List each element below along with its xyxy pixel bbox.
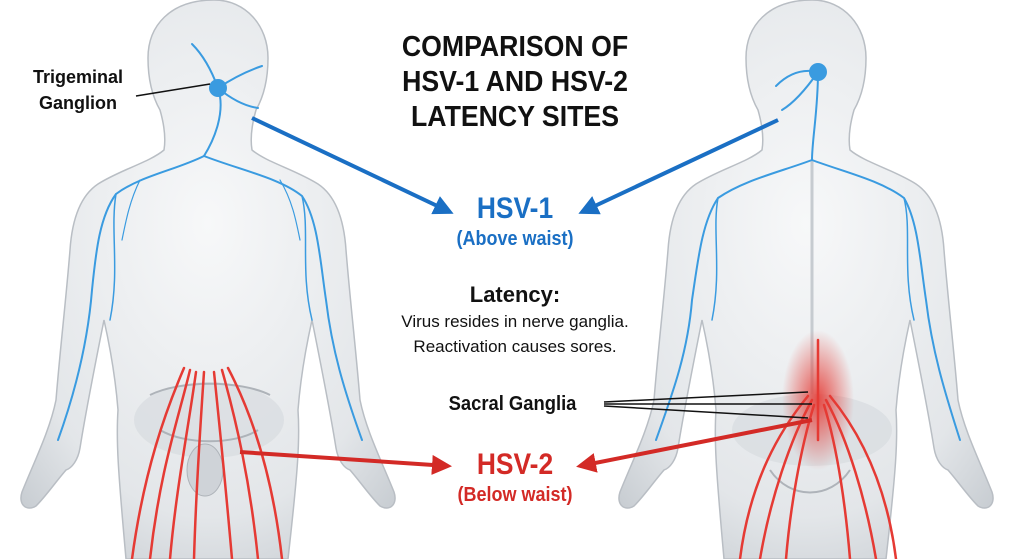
back-red-nerves [738, 338, 898, 559]
title-line-2: HSV-1 AND HSV-2 [402, 66, 628, 98]
trigeminal-ganglion-marker [209, 79, 227, 97]
hsv1-site-label: (Above waist) [456, 228, 574, 250]
back-blue-nerves [655, 70, 961, 441]
sacral-ganglia-label: Sacral Ganglia [448, 393, 577, 415]
title-line-1: COMPARISON OF [401, 31, 629, 63]
trigeminal-label-line-1: Trigeminal [32, 67, 124, 87]
diagram-title: COMPARISON OF HSV-1 AND HSV-2 LATENCY SI… [382, 30, 649, 135]
annotation-lines [135, 83, 813, 475]
title-line-3: LATENCY SITES [410, 101, 620, 133]
latency-line-2: Reactivation causes sores. [413, 337, 617, 356]
hsv2-site-label: (Below waist) [457, 484, 573, 506]
back-body-figure [618, 0, 994, 559]
front-blue-nerves [57, 43, 363, 441]
trigeminal-label-line-2: Ganglion [39, 93, 117, 113]
latency-heading: Latency: [469, 282, 561, 307]
hsv1-label: HSV-1 [476, 192, 554, 225]
hsv2-label: HSV-2 [476, 448, 554, 481]
latency-line-1: Virus resides in nerve ganglia. [401, 312, 629, 331]
trigeminal-ganglion-label: Trigeminal Ganglion [18, 64, 138, 116]
front-red-nerves [130, 366, 284, 559]
